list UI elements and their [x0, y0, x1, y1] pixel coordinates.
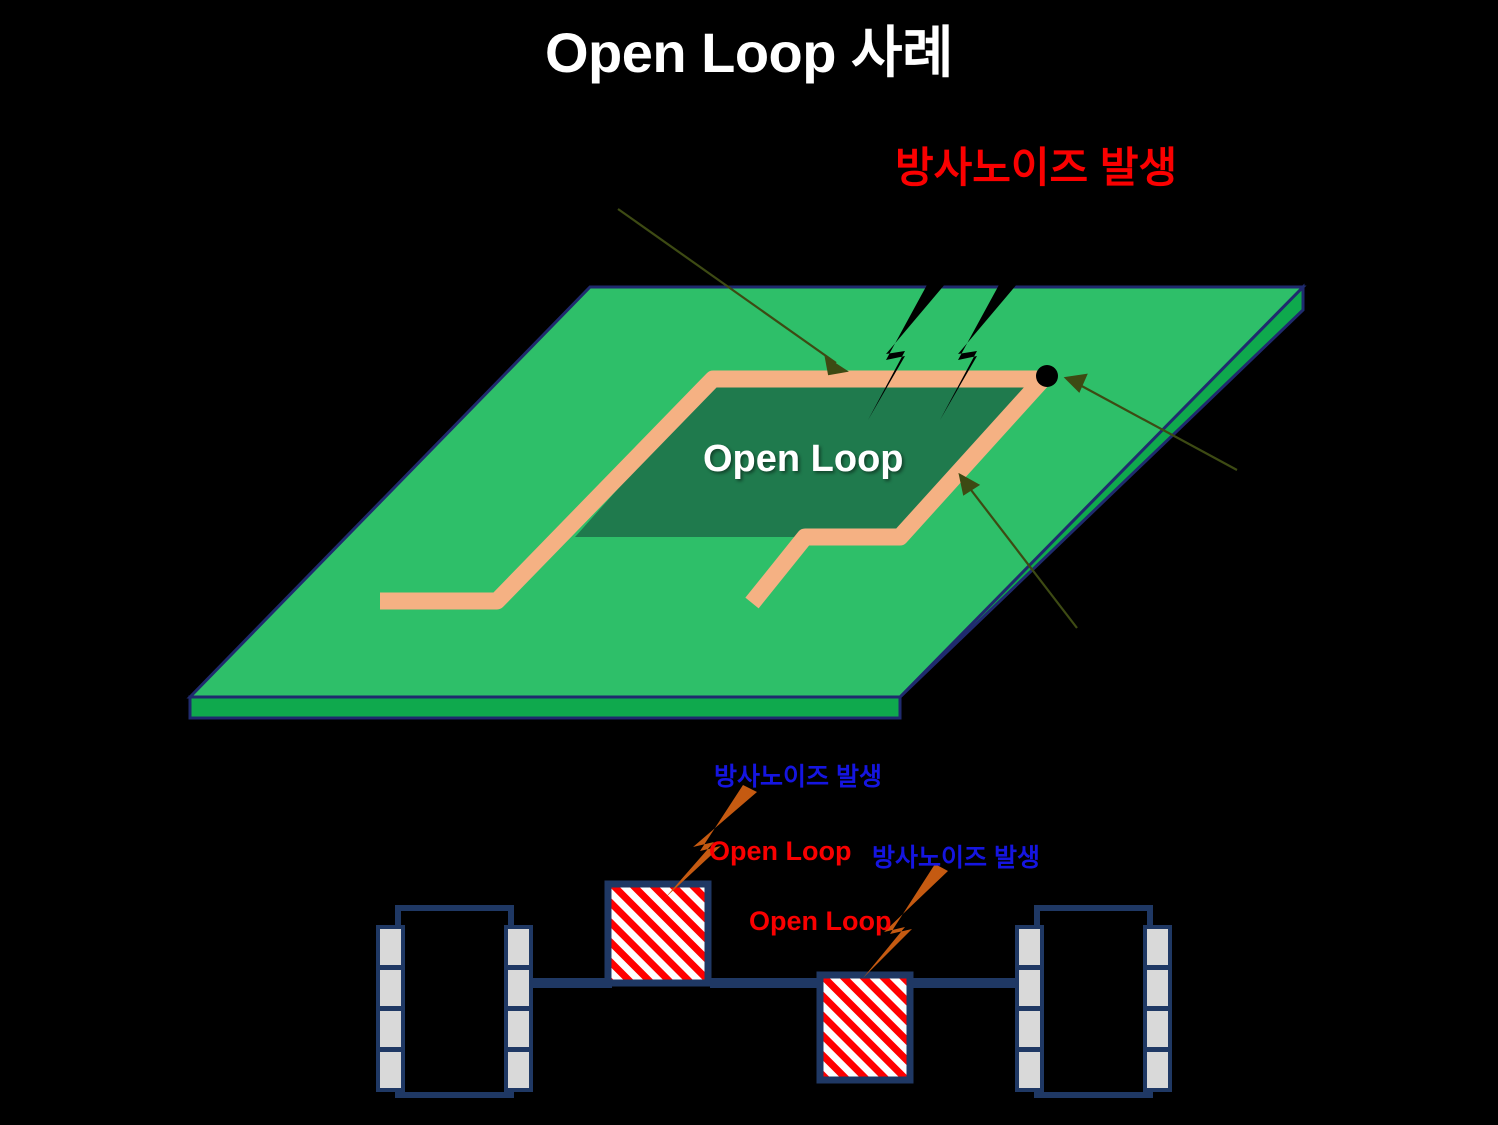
ic-right — [1015, 905, 1172, 1098]
open-loop-block-1 — [604, 880, 712, 987]
schematic-noise-label-1: 방사노이즈 발생 — [714, 763, 882, 791]
page-title: Open Loop 사례 — [544, 21, 954, 84]
board-open-loop-label: Open Loop — [703, 438, 904, 480]
open-loop-block-2 — [816, 971, 914, 1084]
schematic-open-loop-label-1: Open Loop — [709, 836, 852, 866]
schematic-noise-label-2: 방사노이즈 발생 — [872, 844, 1040, 872]
board-annotation-arrows — [617, 208, 1238, 629]
open-loop-area — [575, 380, 1040, 537]
schematic-noise-bolts — [665, 785, 948, 978]
radiated-noise-bolts — [868, 283, 1018, 420]
schematic-open-loop-label-2: Open Loop — [749, 906, 892, 936]
ic-left — [376, 905, 533, 1098]
pcb-copper-trace — [380, 370, 1050, 610]
ic-right-pins — [1015, 925, 1172, 1092]
ic-left-pins — [376, 925, 533, 1092]
open-loop-break-point — [1036, 365, 1058, 387]
board-noise-label: 방사노이즈 발생 — [895, 144, 1178, 191]
